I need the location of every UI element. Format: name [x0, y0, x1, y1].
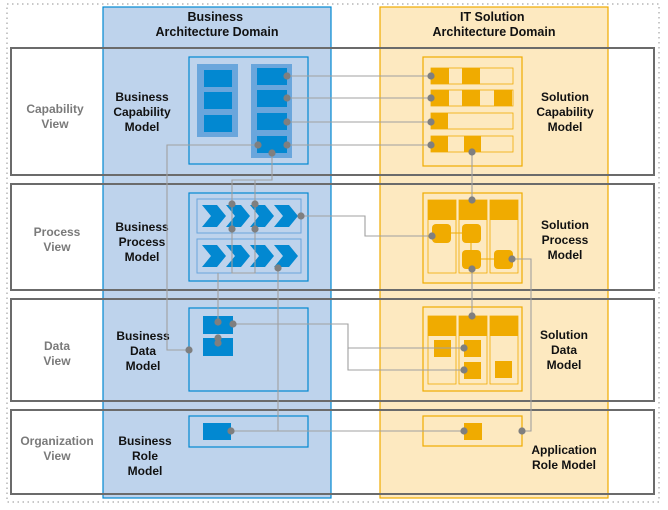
connector-node	[214, 334, 222, 342]
connector-node	[428, 232, 436, 240]
connector-node	[283, 118, 291, 126]
connector-node	[254, 141, 262, 149]
connector-node	[268, 149, 276, 157]
business-domain-title: Business Architecture Domain	[156, 10, 279, 39]
connector-node	[229, 320, 237, 328]
connector-node	[468, 312, 476, 320]
connector-node	[427, 94, 435, 102]
process-step-chevron	[274, 245, 298, 267]
view-row-frames	[10, 47, 655, 495]
connector-node	[460, 366, 468, 374]
view-row-process	[10, 183, 655, 291]
connector-node	[228, 200, 236, 208]
connector-node	[283, 141, 291, 149]
view-row-data	[10, 298, 655, 402]
connector-node	[468, 265, 476, 273]
connector-node	[460, 427, 468, 435]
connector-node	[228, 225, 236, 233]
connector-node	[427, 72, 435, 80]
connector-node	[214, 318, 222, 326]
connector-nodes	[185, 72, 526, 435]
connector-node	[460, 344, 468, 352]
connector-node	[274, 264, 282, 272]
it-domain-title: IT Solution Architecture Domain	[433, 10, 556, 39]
connector-node	[251, 225, 259, 233]
connectors	[166, 75, 532, 432]
connector-node	[508, 255, 516, 263]
connector-node	[518, 427, 526, 435]
connector-node	[427, 141, 435, 149]
connector-node	[283, 72, 291, 80]
outer-frame	[6, 3, 660, 503]
view-row-capability	[10, 47, 655, 176]
connector-node	[185, 346, 193, 354]
process-step-chevron	[274, 205, 298, 227]
process-step-chevron	[250, 245, 274, 267]
connector-node	[227, 427, 235, 435]
connector-node	[297, 212, 305, 220]
process-step-chevron	[202, 205, 226, 227]
connector-node	[214, 339, 222, 347]
connector-node	[468, 196, 476, 204]
process-step-chevron	[202, 245, 226, 267]
connector-node	[251, 200, 259, 208]
connector-node	[468, 148, 476, 156]
process-step-chevron	[250, 205, 274, 227]
connector-node	[283, 94, 291, 102]
connector-node	[427, 118, 435, 126]
view-row-organization	[10, 409, 655, 495]
